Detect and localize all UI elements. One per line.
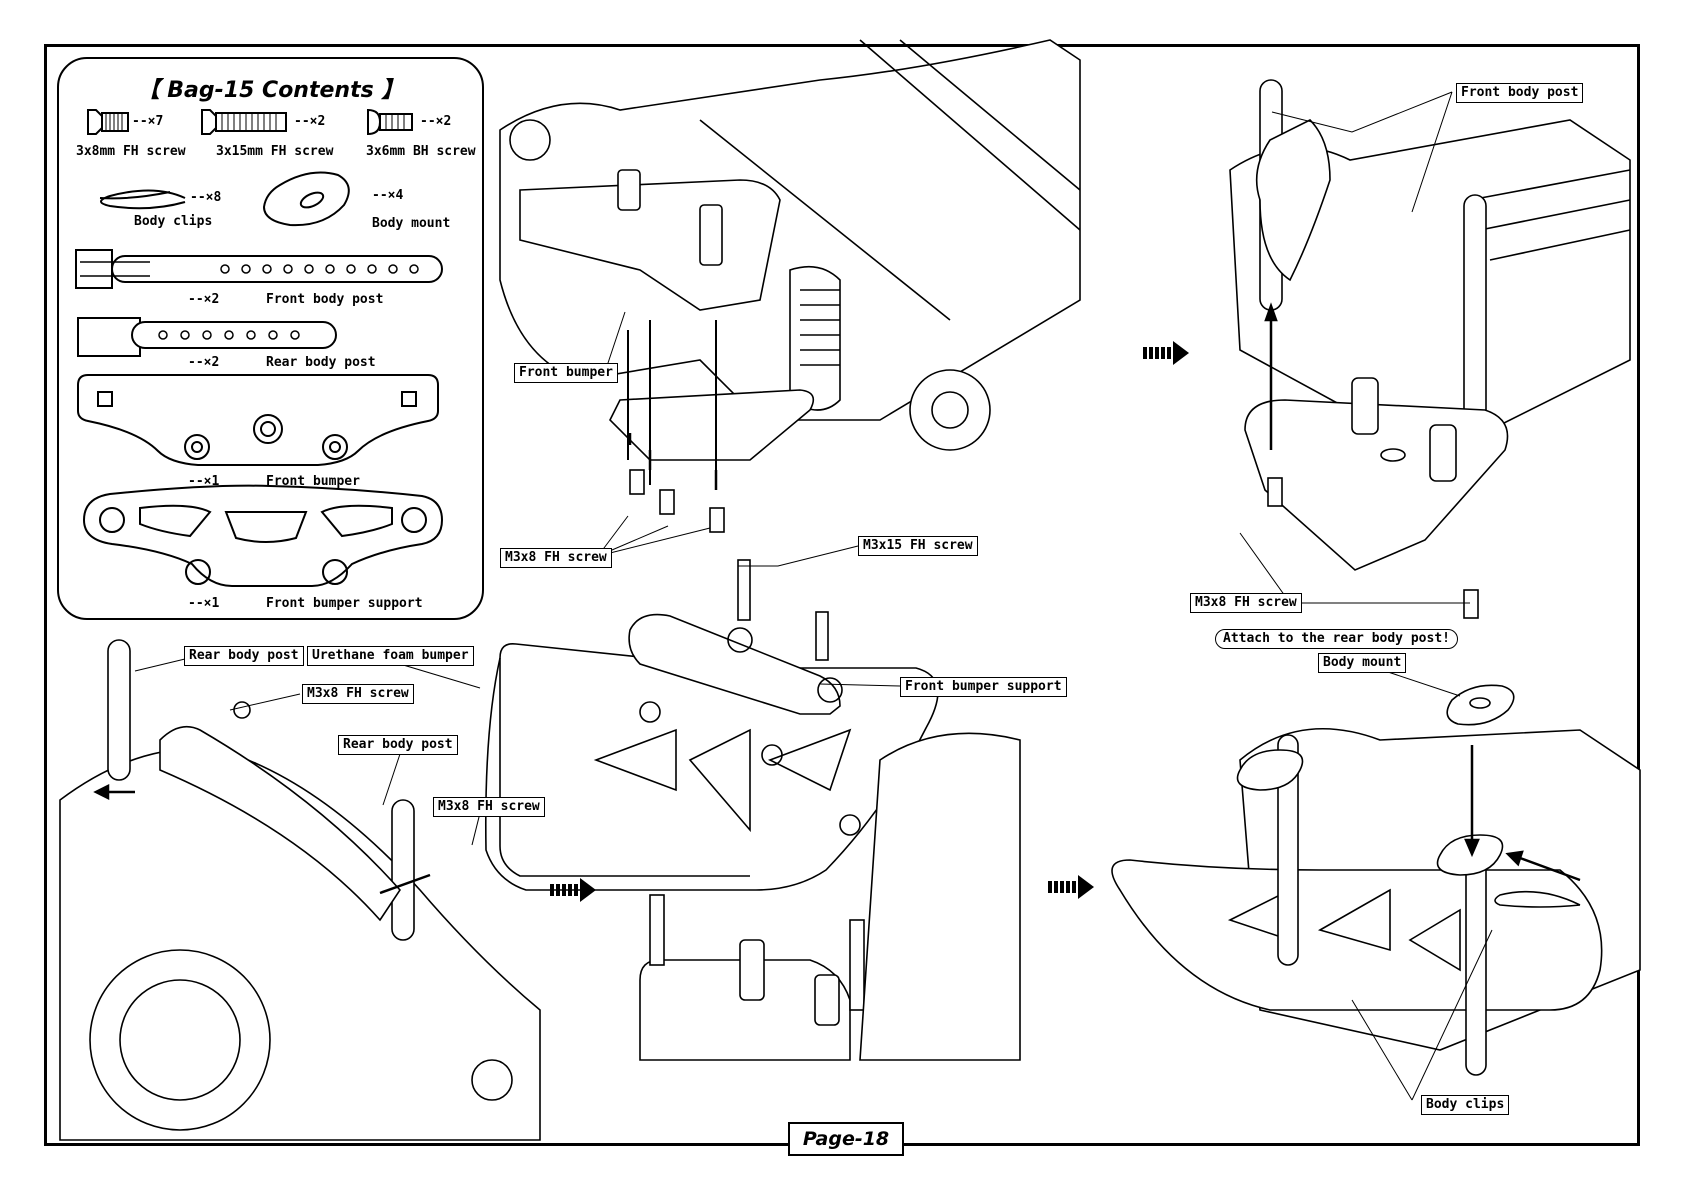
rear-body-post-icon [77, 317, 337, 357]
qty-front-body-post: --×2 [188, 292, 220, 307]
callout-urethane-foam-bumper: Urethane foam bumper [307, 646, 474, 666]
qty-3x15: --×2 [294, 114, 326, 129]
step-direction-arrows [550, 341, 1189, 902]
step-arrows [93, 302, 1581, 895]
name-3x15: 3x15mm FH screw [216, 144, 334, 159]
name-front-bumper-support: Front bumper support [266, 596, 423, 611]
callout-m3x8-step1: M3x8 FH screw [500, 548, 612, 568]
step1-chassis-illustration [499, 39, 1081, 533]
callout-attach-note: Attach to the rear body post! [1215, 629, 1458, 649]
qty-body-mount: --×4 [372, 188, 404, 203]
callout-rear-body-post-2: Rear body post [338, 735, 458, 755]
step3-rear-illustration [59, 639, 541, 1141]
callout-m3x8-rear-1: M3x8 FH screw [302, 684, 414, 704]
qty-front-bumper-support: --×1 [188, 596, 220, 611]
callout-front-bumper-support: Front bumper support [900, 677, 1067, 697]
step5-body-mount-illustration [1111, 684, 1641, 1076]
callout-front-bumper: Front bumper [514, 363, 618, 383]
callout-front-body-post: Front body post [1456, 83, 1584, 103]
callout-rear-body-post-1: Rear body post [184, 646, 304, 666]
front-bumper-support-icon [82, 484, 444, 587]
callout-m3x8-step2: M3x8 FH screw [1190, 593, 1302, 613]
step4-foam-bumper-illustration [484, 559, 1021, 1061]
callout-m3x8-rear-2: M3x8 FH screw [433, 797, 545, 817]
step2-chassis-illustration [1229, 79, 1631, 619]
qty-rear-body-post: --×2 [188, 355, 220, 370]
qty-3x8: --×7 [132, 114, 164, 129]
front-body-post-icon [75, 249, 443, 289]
name-3x8: 3x8mm FH screw [76, 144, 186, 159]
callout-body-mount: Body mount [1318, 653, 1407, 673]
qty-front-bumper: --×1 [188, 474, 220, 489]
callout-m3x15: M3x15 FH screw [858, 536, 978, 556]
name-3x6: 3x6mm BH screw [366, 144, 476, 159]
screw-3x8-icon [87, 109, 129, 135]
body-mount-icon [262, 171, 350, 227]
page-number: Page-18 [788, 1122, 904, 1156]
name-front-body-post: Front body post [266, 292, 384, 307]
qty-body-clips: --×8 [190, 190, 222, 205]
bag-contents-panel [57, 57, 484, 620]
bag-contents-title: 【 Bag-15 Contents 】 [137, 78, 404, 103]
screw-3x15-icon [201, 109, 287, 135]
name-body-mount: Body mount [372, 216, 451, 231]
qty-3x6: --×2 [420, 114, 452, 129]
body-clip-icon [99, 189, 186, 210]
name-body-clips: Body clips [134, 214, 213, 229]
screw-3x6-bh-icon [367, 108, 413, 136]
name-rear-body-post: Rear body post [266, 355, 376, 370]
leader-lines [134, 91, 1493, 1101]
front-bumper-plate-icon [77, 374, 439, 466]
callout-body-clips: Body clips [1421, 1095, 1510, 1115]
name-front-bumper: Front bumper [266, 474, 360, 489]
